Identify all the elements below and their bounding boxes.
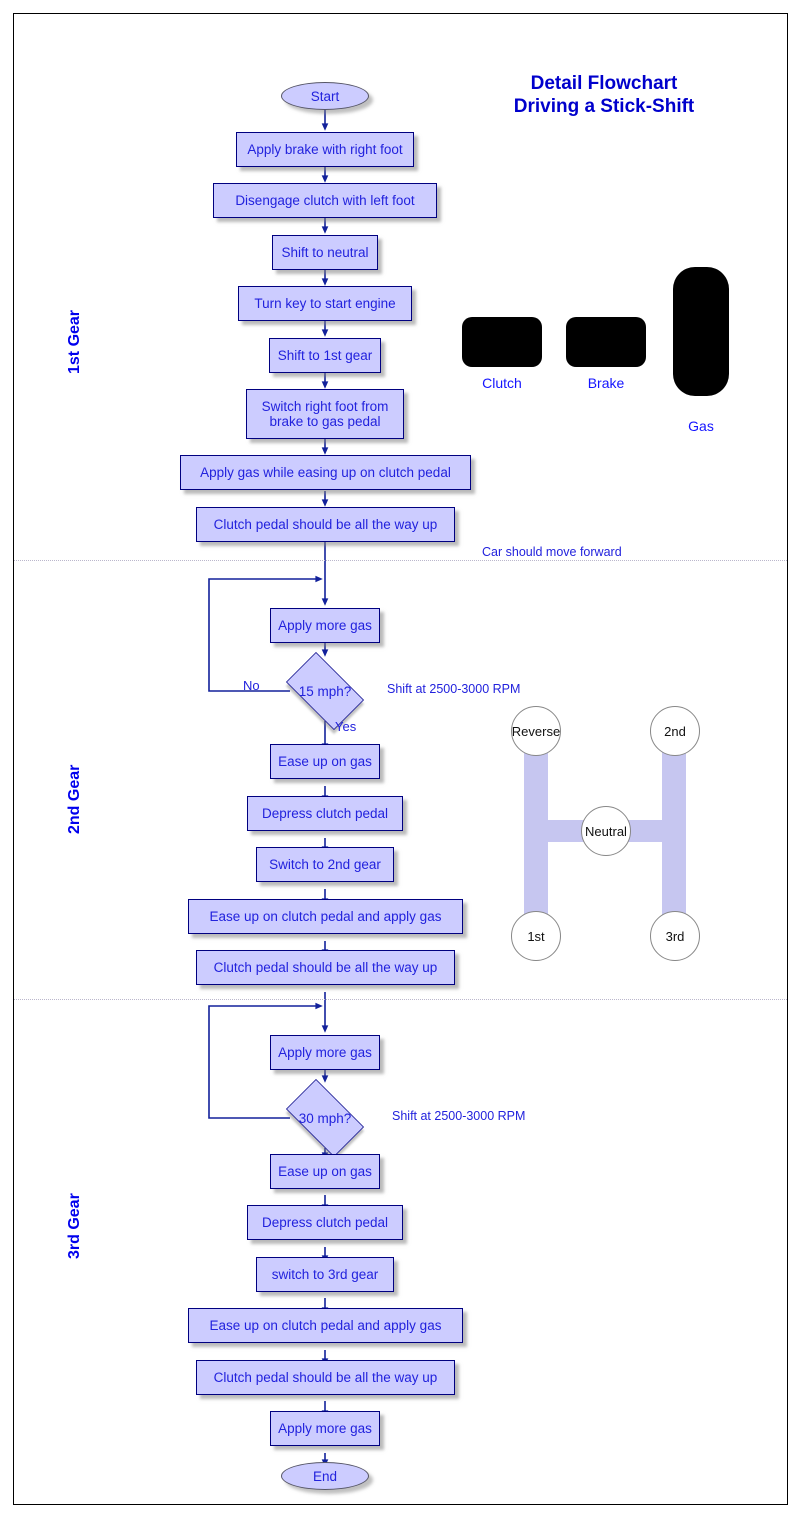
title-line-2: Driving a Stick-Shift	[513, 96, 695, 117]
node-ease-clutch-apply-gas-2nd[interactable]: Ease up on clutch pedal and apply gas	[188, 899, 463, 934]
gear-position-3rd[interactable]: 3rd	[650, 911, 700, 961]
title-line-1: Detail Flowchart	[530, 73, 678, 94]
branch-label-yes-2nd: Yes	[335, 719, 357, 734]
branch-label-no-2nd: No	[243, 678, 260, 693]
flowchart-frame: Detail Flowchart Driving a Stick-Shift 1…	[13, 13, 788, 1505]
note-shift-rpm-3rd: Shift at 2500-3000 RPM	[392, 1109, 526, 1123]
pedal-label-gas: Gas	[688, 418, 714, 434]
node-ease-clutch-apply-gas-3rd[interactable]: Ease up on clutch pedal and apply gas	[188, 1308, 463, 1343]
decision-15-mph-label: 15 mph?	[298, 683, 352, 699]
pedal-clutch-shape	[462, 317, 542, 367]
section-divider-2	[14, 999, 787, 1000]
node-apply-gas-easing-clutch[interactable]: Apply gas while easing up on clutch peda…	[180, 455, 471, 490]
pedal-label-clutch: Clutch	[482, 375, 522, 391]
node-disengage-clutch[interactable]: Disengage clutch with left foot	[213, 183, 437, 218]
gear-position-reverse[interactable]: Reverse	[511, 706, 561, 756]
band-label-3rd-gear: 3rd Gear	[66, 1193, 83, 1259]
node-apply-more-gas-2nd[interactable]: Apply more gas	[270, 608, 380, 643]
pedal-brake-shape	[566, 317, 646, 367]
node-start[interactable]: Start	[281, 82, 369, 110]
page-title: Detail Flowchart Driving a Stick-Shift	[454, 72, 754, 118]
decision-30-mph[interactable]: 30 mph?	[277, 1079, 373, 1157]
node-switch-3rd-gear[interactable]: switch to 3rd gear	[256, 1257, 394, 1292]
node-switch-right-foot[interactable]: Switch right foot from brake to gas peda…	[246, 389, 404, 439]
node-clutch-up-3rd[interactable]: Clutch pedal should be all the way up	[196, 1360, 455, 1395]
band-label-1st-gear: 1st Gear	[66, 309, 83, 374]
node-turn-key[interactable]: Turn key to start engine	[238, 286, 412, 321]
note-shift-rpm-2nd: Shift at 2500-3000 RPM	[387, 682, 521, 696]
flowchart-canvas: Detail Flowchart Driving a Stick-Shift 1…	[14, 14, 787, 1504]
gear-position-1st[interactable]: 1st	[511, 911, 561, 961]
node-apply-brake[interactable]: Apply brake with right foot	[236, 132, 414, 167]
decision-30-mph-label: 30 mph?	[298, 1110, 352, 1126]
node-switch-2nd-gear[interactable]: Switch to 2nd gear	[256, 847, 394, 882]
node-apply-more-gas-3rd[interactable]: Apply more gas	[270, 1035, 380, 1070]
node-apply-more-gas-final[interactable]: Apply more gas	[270, 1411, 380, 1446]
node-depress-clutch-2nd[interactable]: Depress clutch pedal	[247, 796, 403, 831]
section-divider-1	[14, 560, 787, 561]
note-car-should-move-forward: Car should move forward	[482, 545, 622, 559]
gear-position-2nd[interactable]: 2nd	[650, 706, 700, 756]
node-ease-up-gas-2nd[interactable]: Ease up on gas	[270, 744, 380, 779]
node-clutch-up-2nd[interactable]: Clutch pedal should be all the way up	[196, 950, 455, 985]
node-shift-1st-gear[interactable]: Shift to 1st gear	[269, 338, 381, 373]
pedal-label-brake: Brake	[587, 375, 625, 391]
node-clutch-up-1st[interactable]: Clutch pedal should be all the way up	[196, 507, 455, 542]
node-ease-up-gas-3rd[interactable]: Ease up on gas	[270, 1154, 380, 1189]
pedal-gas-shape	[673, 267, 729, 396]
node-shift-neutral[interactable]: Shift to neutral	[272, 235, 378, 270]
decision-15-mph[interactable]: 15 mph?	[277, 652, 373, 730]
gear-position-neutral[interactable]: Neutral	[581, 806, 631, 856]
band-label-2nd-gear: 2nd Gear	[66, 764, 83, 834]
node-end[interactable]: End	[281, 1462, 369, 1490]
node-depress-clutch-3rd[interactable]: Depress clutch pedal	[247, 1205, 403, 1240]
